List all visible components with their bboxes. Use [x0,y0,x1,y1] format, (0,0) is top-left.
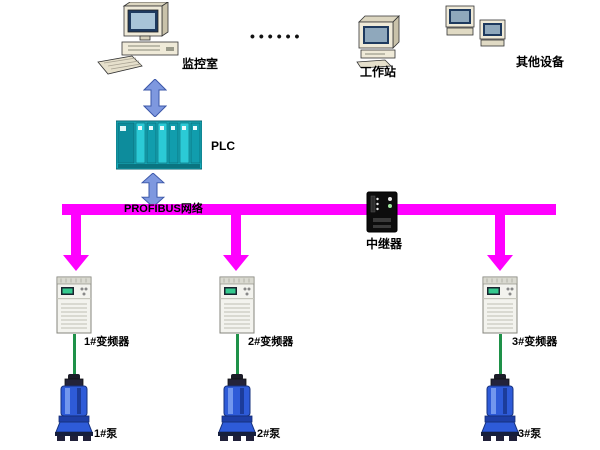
monitor-room-label: 监控室 [182,57,219,71]
profibus-bus-label: PROFIBUS网络 [124,203,203,215]
vfd-3-icon [482,276,518,334]
vfd-2-label: 2#变频器 [248,336,294,348]
bus-drop-arrow-3 [487,213,513,271]
link-vfd2-pump2 [236,334,239,380]
plc-icon [116,118,202,174]
plc-label: PLC [211,139,235,153]
link-vfd1-pump1 [73,334,76,380]
pump-2-icon [215,374,259,442]
other-devices-label: 其他设备 [516,55,565,69]
other-devices-icon [440,4,516,60]
pump-3-label: 3#泵 [518,428,542,440]
workstation-label: 工作站 [360,65,397,79]
monitoring-computer-icon [96,2,188,80]
pump-2-label: 2#泵 [257,428,281,440]
bus-drop-arrow-1 [63,213,89,271]
pump-1-label: 1#泵 [94,428,118,440]
pump-1-icon [52,374,96,442]
vfd-1-icon [56,276,92,334]
ellipsis-dots: •••••• [250,28,304,44]
vfd-2-icon [219,276,255,334]
repeater-label: 中继器 [366,237,403,251]
link-vfd3-pump3 [499,334,502,380]
arrow-plc-bus [141,173,165,207]
repeater-icon [364,191,400,233]
bus-drop-arrow-2 [223,213,249,271]
vfd-1-label: 1#变频器 [84,336,130,348]
workstation-icon [353,14,409,68]
profibus-bus-line [62,204,556,215]
vfd-3-label: 3#变频器 [512,336,558,348]
arrow-computer-plc [143,79,167,117]
pump-3-icon [478,374,522,442]
